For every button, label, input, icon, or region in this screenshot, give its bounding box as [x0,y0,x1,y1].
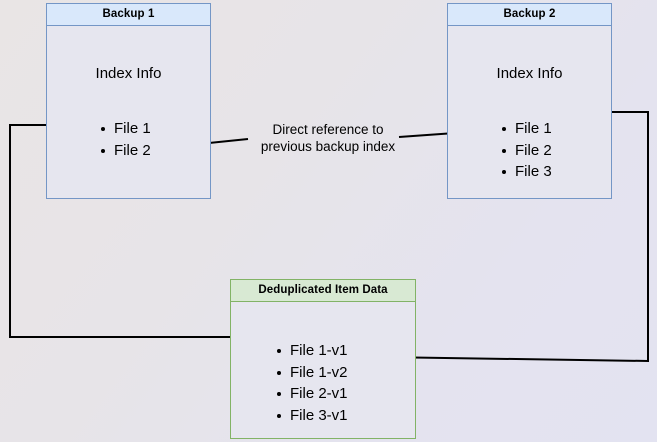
backup2-body: Index Info File 1 File 2 File 3 [448,26,611,198]
backup2-header: Backup 2 [448,4,611,26]
backup1-body: Index Info File 1 File 2 [47,26,210,198]
backup2-index-label: Index Info [496,65,563,82]
list-item: File 1-v2 [276,362,348,384]
list-item: File 1-v1 [276,340,348,362]
backup1-file-list: File 1 File 2 [100,118,151,161]
backup1-box[interactable]: Backup 1 Index Info File 1 File 2 [46,3,211,199]
list-item: File 2 [100,140,151,162]
dedup-body: File 1-v1 File 1-v2 File 2-v1 File 3-v1 [231,302,415,438]
list-item: File 2 [501,140,552,162]
list-item: File 2-v1 [276,383,348,405]
list-item: File 1 [501,118,552,140]
backup1-header: Backup 1 [47,4,210,26]
list-item: File 1 [100,118,151,140]
dedup-box[interactable]: Deduplicated Item Data File 1-v1 File 1-… [230,279,416,439]
backup1-index-label: Index Info [95,65,162,82]
list-item: File 3 [501,161,552,183]
dedup-header: Deduplicated Item Data [231,280,415,302]
list-item: File 3-v1 [276,405,348,427]
backup2-box[interactable]: Backup 2 Index Info File 1 File 2 File 3 [447,3,612,199]
direct-reference-label: Direct reference to previous backup inde… [260,122,396,154]
backup2-file-list: File 1 File 2 File 3 [501,118,552,183]
dedup-file-list: File 1-v1 File 1-v2 File 2-v1 File 3-v1 [276,340,348,426]
